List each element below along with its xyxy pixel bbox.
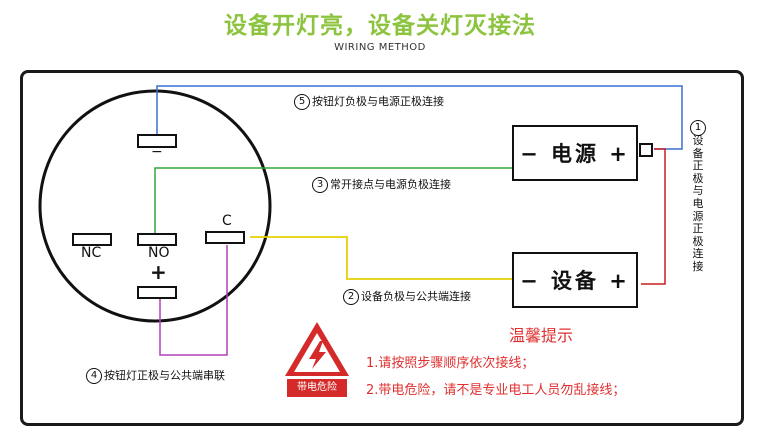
wire-green xyxy=(154,167,512,240)
lamp-minus-terminal xyxy=(137,134,177,148)
step-2-text: 设备负极与公共端连接 xyxy=(361,290,471,303)
wire-purple xyxy=(159,245,228,356)
c-terminal xyxy=(205,231,245,244)
lamp-minus-sign: − xyxy=(151,144,163,160)
wire-yellow xyxy=(250,236,512,280)
step-3-number: 3 xyxy=(312,177,328,193)
high-voltage-warning-icon xyxy=(285,322,349,376)
tip-item-1: 1.请按照步骤顺序依次接线； xyxy=(366,356,535,371)
step-1-text: 设备正极与电源正极连接 xyxy=(692,134,704,273)
no-terminal xyxy=(137,233,177,246)
power-plus-terminal xyxy=(639,143,653,157)
wire-blue xyxy=(156,85,683,150)
warning-label: 带电危险 xyxy=(287,379,347,397)
nc-label: NC xyxy=(81,245,102,261)
device-box: − 设备 + xyxy=(512,252,638,308)
step-3-text: 常开接点与电源负极连接 xyxy=(330,178,451,191)
step-2-number: 2 xyxy=(343,289,359,305)
power-supply-box: − 电源 + xyxy=(512,125,638,181)
step-5-number: 5 xyxy=(294,94,310,110)
c-label: C xyxy=(222,213,232,229)
tip-item-2: 2.带电危险，请不是专业电工人员勿乱接线； xyxy=(366,383,626,398)
tips-title: 温馨提示 xyxy=(509,326,574,345)
step-4-number: 4 xyxy=(86,368,102,384)
step-1-label: 1 xyxy=(690,117,708,136)
diagram-subtitle: WIRING METHOD xyxy=(334,42,426,53)
wire-red xyxy=(641,148,666,285)
step-5-text: 按钮灯负极与电源正极连接 xyxy=(312,95,444,108)
diagram-title: 设备开灯亮，设备关灯灭接法 xyxy=(224,13,536,39)
no-label: NO xyxy=(148,245,170,261)
lamp-plus-sign: + xyxy=(150,260,167,284)
switch-body-circle xyxy=(38,89,272,323)
nc-terminal xyxy=(72,233,112,246)
step-4-text: 按钮灯正极与公共端串联 xyxy=(104,369,225,382)
step-1-number: 1 xyxy=(690,119,706,136)
lamp-plus-terminal xyxy=(137,286,177,299)
